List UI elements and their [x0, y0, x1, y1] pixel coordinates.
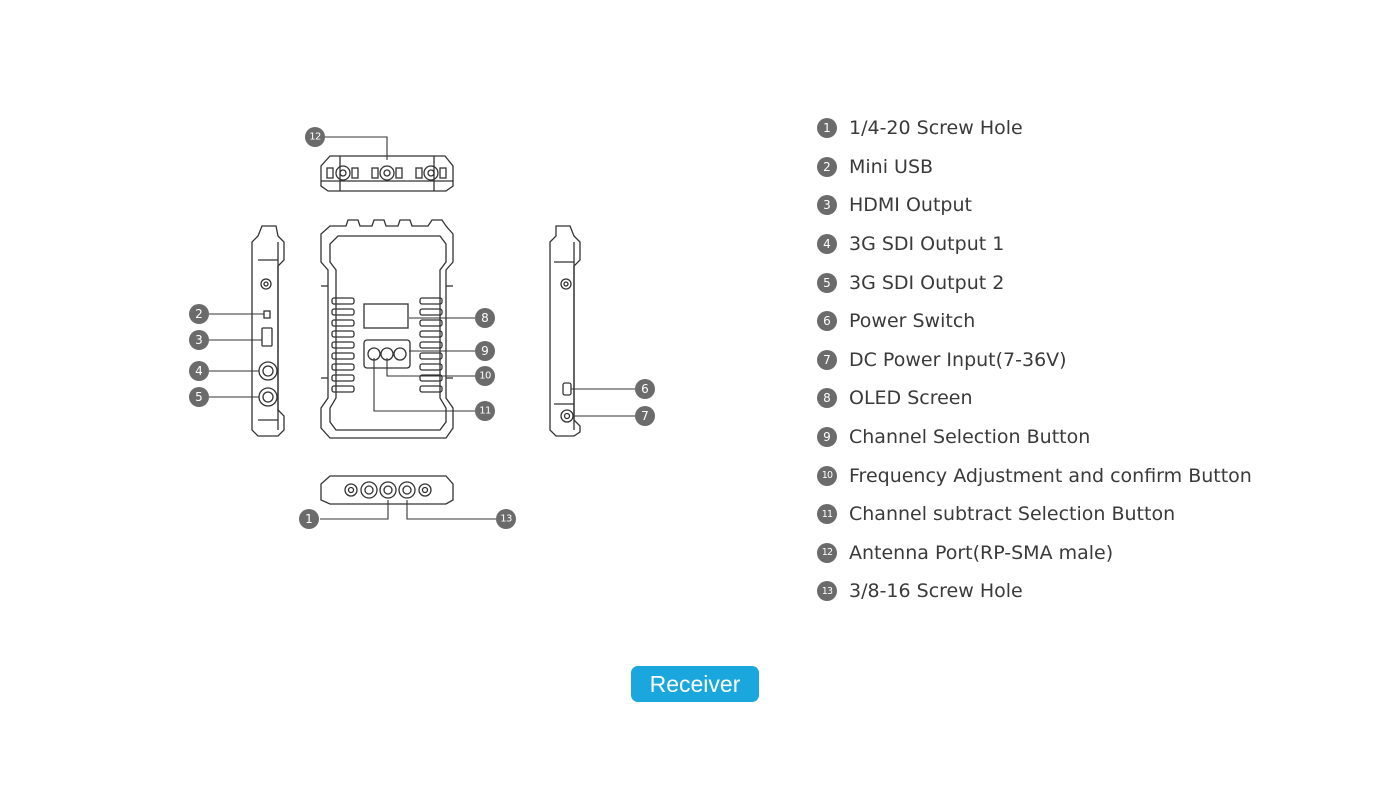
- callout-7: 7: [635, 406, 655, 426]
- svg-text:9: 9: [481, 344, 489, 358]
- svg-text:6: 6: [641, 382, 649, 396]
- top-view-drawing: [320, 155, 454, 192]
- legend-number-badge: 12: [817, 542, 837, 563]
- legend-number-badge: 13: [817, 581, 837, 602]
- callout-3: 3: [189, 330, 209, 350]
- legend-label: Channel subtract Selection Button: [849, 503, 1176, 526]
- callout-13: 13: [496, 509, 516, 529]
- legend-label: Antenna Port(RP-SMA male): [849, 541, 1114, 564]
- legend-label: OLED Screen: [849, 387, 973, 410]
- legend-label: Channel Selection Button: [849, 426, 1091, 449]
- legend-label: Power Switch: [849, 310, 976, 333]
- legend-item: 10 Frequency Adjustment and confirm Butto…: [817, 456, 1252, 495]
- legend-item: 3 HDMI Output: [817, 186, 1252, 225]
- left-side-view-drawing: [251, 225, 285, 437]
- legend-number-badge: 6: [817, 311, 837, 332]
- legend-label: DC Power Input(7-36V): [849, 348, 1067, 371]
- callout-1: 1: [299, 509, 319, 529]
- callout-5: 5: [189, 387, 209, 407]
- bottom-view-drawing: [320, 475, 454, 505]
- callout-12: 12: [305, 127, 325, 147]
- svg-text:3: 3: [195, 333, 203, 347]
- legend-number-badge: 8: [817, 388, 837, 409]
- svg-text:11: 11: [479, 406, 491, 417]
- front-view-drawing: [320, 219, 454, 439]
- svg-text:10: 10: [479, 371, 491, 382]
- svg-text:2: 2: [195, 307, 203, 321]
- legend-item: 5 3G SDI Output 2: [817, 263, 1252, 302]
- callout-8: 8: [475, 308, 495, 328]
- receiver-badge: Receiver: [631, 666, 759, 702]
- svg-text:4: 4: [195, 364, 203, 378]
- callout-9: 9: [475, 341, 495, 361]
- legend-item: 8 OLED Screen: [817, 379, 1252, 418]
- callout-10: 10: [475, 366, 495, 386]
- legend-label: 1/4-20 Screw Hole: [849, 117, 1023, 140]
- legend-item: 13 3/8-16 Screw Hole: [817, 572, 1252, 611]
- right-side-view-drawing: [549, 225, 581, 437]
- callout-4: 4: [189, 361, 209, 381]
- legend-item: 2 Mini USB: [817, 148, 1252, 187]
- legend-label: 3G SDI Output 1: [849, 233, 1005, 256]
- callout-11: 11: [475, 401, 495, 421]
- legend-label: 3/8-16 Screw Hole: [849, 580, 1023, 603]
- svg-text:12: 12: [309, 132, 321, 143]
- leader-lines: [209, 136, 635, 520]
- legend-item: 4 3G SDI Output 1: [817, 225, 1252, 264]
- legend-list: 1 1/4-20 Screw Hole 2 Mini USB 3 HDMI Outpu…: [817, 109, 1252, 611]
- legend-item: 7 DC Power Input(7-36V): [817, 341, 1252, 380]
- callout-2: 2: [189, 304, 209, 324]
- legend-number-badge: 11: [817, 504, 837, 525]
- legend-number-badge: 4: [817, 234, 837, 255]
- legend-item: 1 1/4-20 Screw Hole: [817, 109, 1252, 148]
- legend-number-badge: 3: [817, 195, 837, 216]
- legend-item: 6 Power Switch: [817, 302, 1252, 341]
- legend-number-badge: 10: [817, 465, 837, 486]
- legend-number-badge: 9: [817, 427, 837, 448]
- legend-label: Frequency Adjustment and confirm Button: [849, 464, 1252, 487]
- callout-6: 6: [635, 379, 655, 399]
- legend-number-badge: 2: [817, 156, 837, 177]
- svg-text:7: 7: [641, 409, 649, 423]
- legend-label: Mini USB: [849, 155, 934, 178]
- svg-text:1: 1: [305, 512, 313, 526]
- svg-text:8: 8: [481, 311, 489, 325]
- legend-number-badge: 7: [817, 349, 837, 370]
- svg-text:5: 5: [195, 390, 203, 404]
- svg-text:13: 13: [500, 514, 512, 525]
- legend-item: 12 Antenna Port(RP-SMA male): [817, 534, 1252, 573]
- legend-label: 3G SDI Output 2: [849, 271, 1005, 294]
- legend-label: HDMI Output: [849, 194, 972, 217]
- legend-number-badge: 5: [817, 272, 837, 293]
- legend-item: 9 Channel Selection Button: [817, 418, 1252, 457]
- legend-number-badge: 1: [817, 118, 837, 139]
- legend-item: 11 Channel subtract Selection Button: [817, 495, 1252, 534]
